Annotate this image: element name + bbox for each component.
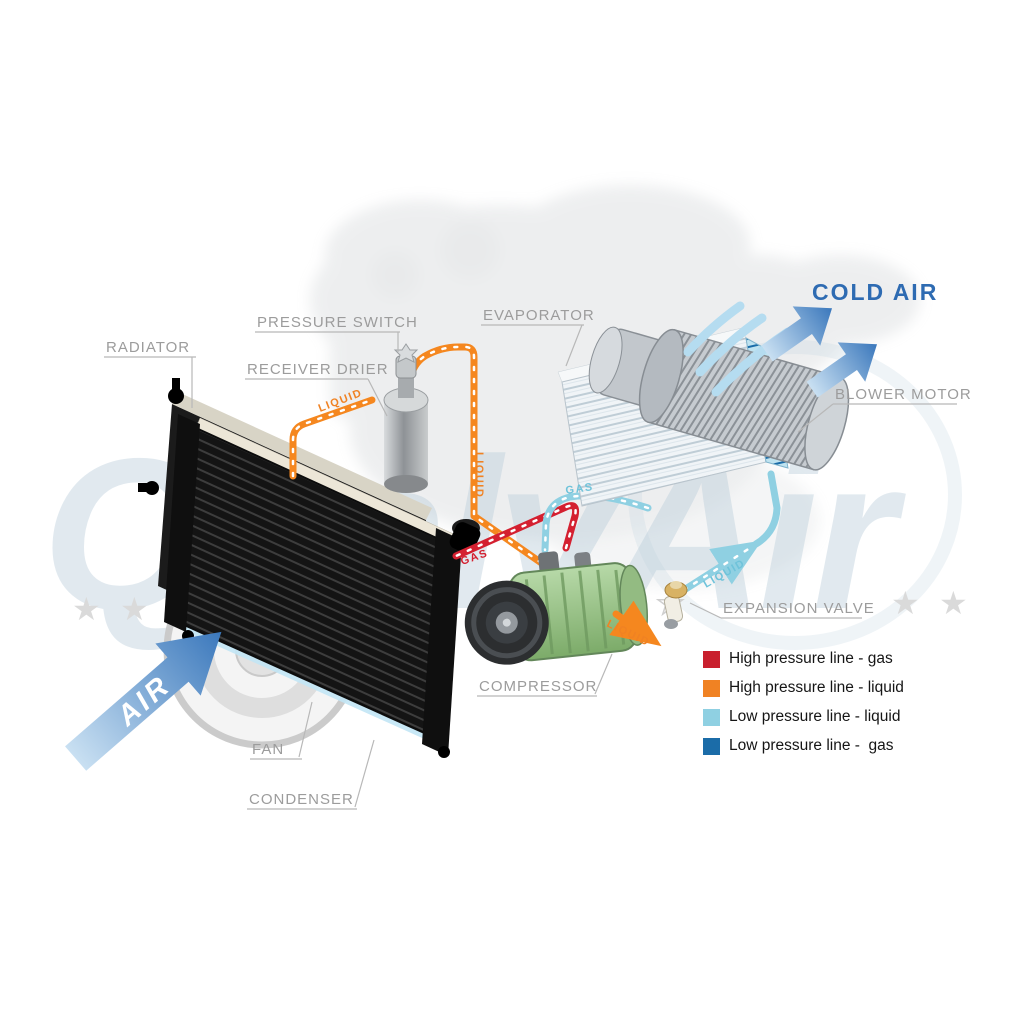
cold-air-arrow bbox=[806, 342, 878, 398]
flow-label-gas: GAS bbox=[565, 481, 595, 497]
legend-swatch-low-pressure-liquid bbox=[703, 708, 720, 726]
legend-swatch-low-pressure-gas bbox=[703, 737, 720, 755]
label-pressure-switch: PRESSURE SWITCH bbox=[257, 314, 418, 331]
legend-item-low-pressure-gas: Low pressure line - gas bbox=[703, 737, 904, 755]
expansion-valve bbox=[663, 581, 688, 629]
watermark-swoosh bbox=[628, 340, 962, 650]
star-icon: ★ bbox=[891, 585, 920, 621]
receiver-drier bbox=[383, 343, 429, 493]
legend-label: High pressure line - liquid bbox=[729, 679, 904, 696]
blower-motor bbox=[588, 326, 850, 471]
label-blower-motor: BLOWER MOTOR bbox=[835, 386, 972, 403]
leader-lines bbox=[104, 324, 957, 810]
label-compressor: COMPRESSOR bbox=[479, 678, 597, 695]
star-icon: ★ bbox=[939, 585, 968, 621]
pipe-low-pressure-gas bbox=[541, 492, 652, 554]
component-labels: RADIATOR PRESSURE SWITCH RECEIVER DRIER … bbox=[106, 279, 972, 808]
label-condenser: CONDENSER bbox=[249, 791, 354, 808]
pipe-low-pressure-liquid bbox=[680, 470, 781, 594]
pressure-switch bbox=[393, 343, 419, 379]
legend-label: High pressure line - gas bbox=[729, 650, 893, 667]
legend-item-high-pressure-gas: High pressure line - gas bbox=[703, 650, 904, 668]
legend: High pressure line - gas High pressure l… bbox=[703, 650, 904, 766]
legend-label: Low pressure line - gas bbox=[729, 737, 894, 754]
legend-item-low-pressure-liquid: Low pressure line - liquid bbox=[703, 708, 904, 726]
label-evaporator: EVAPORATOR bbox=[483, 307, 595, 324]
label-radiator: RADIATOR bbox=[106, 339, 190, 356]
label-receiver-drier: RECEIVER DRIER bbox=[247, 361, 389, 378]
legend-swatch-high-pressure-liquid bbox=[703, 679, 720, 697]
star-icon: ★ bbox=[120, 591, 149, 627]
legend-swatch-high-pressure-gas bbox=[703, 650, 720, 668]
label-expansion-valve: EXPANSION VALVE bbox=[723, 600, 875, 617]
label-cold-air: COLD AIR bbox=[812, 279, 938, 305]
condenser bbox=[164, 414, 481, 758]
label-fan: FAN bbox=[252, 741, 284, 758]
cold-air-arrow bbox=[761, 306, 833, 362]
flow-label-liquid: LIQUID bbox=[473, 452, 485, 498]
pipe-high-pressure-liquid-a bbox=[289, 396, 376, 480]
condenser-right-tank bbox=[422, 528, 462, 756]
pipe-liquid-arrow bbox=[609, 600, 662, 647]
condenser-left-tank bbox=[164, 414, 200, 632]
star-icon: ★ bbox=[72, 591, 101, 627]
legend-label: Low pressure line - liquid bbox=[729, 708, 901, 725]
compressor-pulley bbox=[464, 580, 549, 665]
legend-item-high-pressure-liquid: High pressure line - liquid bbox=[703, 679, 904, 697]
pipe-high-pressure-gas bbox=[452, 502, 580, 560]
cold-air-flow bbox=[683, 301, 878, 398]
